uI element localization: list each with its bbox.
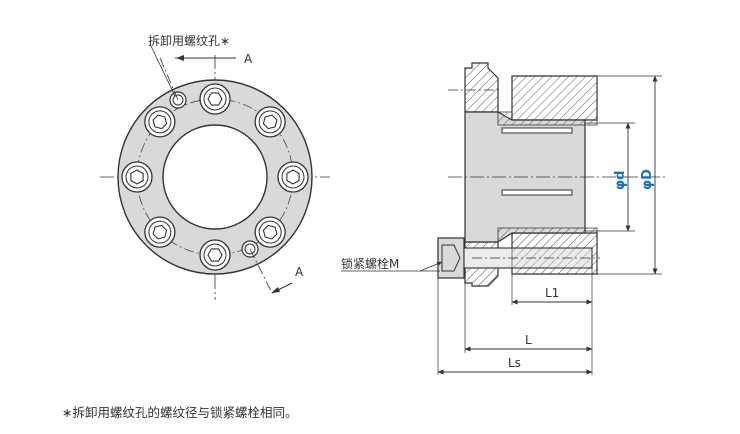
footnote: ∗拆卸用螺纹孔的螺纹径与锁紧螺栓相同。 [62, 405, 298, 420]
section-line-bottom [249, 248, 273, 294]
dim-L-label: L [525, 333, 532, 347]
dim-L1-label: L1 [545, 286, 559, 300]
bolt-head [199, 83, 231, 115]
dim-d-label: φd [613, 171, 628, 190]
section-mark-bottom: A [295, 265, 304, 279]
removal-hole-leader [149, 43, 176, 97]
section-line-top [159, 57, 179, 101]
slot-bottom [501, 189, 573, 196]
front-view: A A 拆卸用螺纹孔∗ [100, 33, 330, 300]
bolt-head [121, 161, 153, 193]
bore-circle [162, 124, 268, 230]
outer-ring-top [511, 75, 598, 121]
slot-top [501, 127, 573, 134]
section-mark-top: A [244, 52, 253, 66]
bolt-head [277, 161, 309, 193]
bolt-head [254, 106, 286, 138]
bolt-head [144, 216, 176, 248]
flange-top [464, 62, 499, 113]
removal-hole-label: 拆卸用螺纹孔∗ [148, 33, 230, 48]
bolt-heads [121, 83, 309, 271]
dim-D-label: φD [640, 169, 655, 190]
bolt-head [254, 216, 286, 248]
lock-bolt-label: 锁紧螺栓M [341, 256, 399, 271]
bolt-head [144, 106, 176, 138]
bolt-head [199, 239, 231, 271]
taper-top [497, 111, 598, 126]
side-view: 锁紧螺栓M φd φD L1 L Ls [341, 62, 665, 375]
taper-bottom [497, 227, 598, 243]
dim-Ls-label: Ls [508, 356, 521, 370]
